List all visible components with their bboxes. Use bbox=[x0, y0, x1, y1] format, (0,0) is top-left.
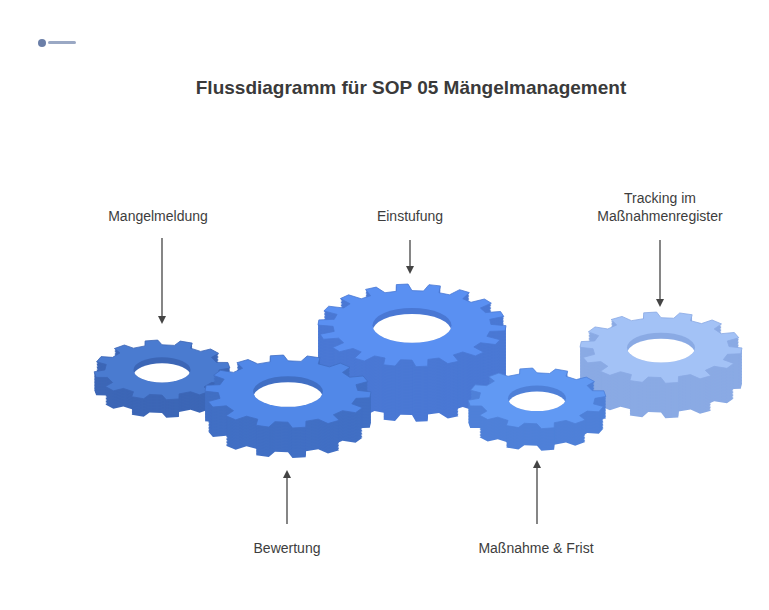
gear-hole bbox=[253, 383, 323, 414]
gear-face bbox=[468, 368, 606, 429]
gear-node: Bewertung bbox=[205, 355, 371, 579]
logo-mark bbox=[36, 36, 84, 50]
step-label: Bewertung bbox=[207, 539, 367, 557]
logo-dot bbox=[38, 39, 46, 47]
gear-hole bbox=[508, 391, 566, 417]
gear-hole bbox=[373, 314, 452, 349]
gear-side bbox=[318, 285, 506, 368]
gear-shape bbox=[468, 368, 606, 451]
logo-bar bbox=[48, 41, 76, 44]
gear-hole bbox=[627, 339, 695, 369]
step-label: Maßnahme & Frist bbox=[451, 539, 621, 557]
step-label: Tracking im Maßnahmenregister bbox=[585, 189, 735, 225]
step-label: Einstufung bbox=[330, 207, 490, 225]
gear-face bbox=[205, 356, 371, 429]
leader-arrow bbox=[286, 472, 287, 524]
gear-node: Maßnahme & Frist bbox=[451, 368, 621, 579]
leader-arrow bbox=[161, 238, 162, 322]
step-label: Mangelmeldung bbox=[78, 207, 238, 225]
gear-node: Tracking im Maßnahmenregister bbox=[580, 189, 742, 419]
gear-shape bbox=[205, 355, 371, 458]
gear-hole bbox=[133, 363, 190, 388]
gear-face bbox=[318, 284, 506, 367]
leader-arrow bbox=[536, 462, 537, 524]
diagram-title: Flussdiagramm für SOP 05 Mängelmanagemen… bbox=[161, 76, 661, 100]
gear-side bbox=[468, 369, 606, 430]
leader-arrow bbox=[659, 240, 660, 305]
gear-face bbox=[580, 312, 742, 383]
leader-arrow bbox=[409, 240, 410, 272]
